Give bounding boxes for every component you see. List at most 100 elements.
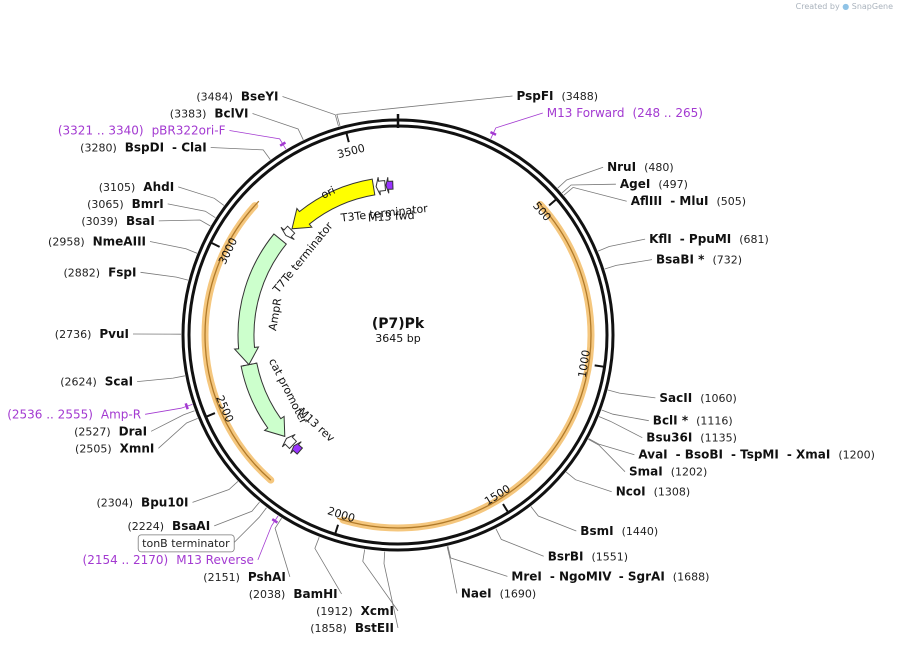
enzyme-label[interactable]: (2527)DraI <box>74 424 147 438</box>
label-part: BstEII <box>355 621 394 635</box>
enzyme-label[interactable]: (2151)PshAI <box>203 570 286 584</box>
label-leader-line <box>145 404 193 415</box>
label-part: (248 .. 265) <box>633 106 703 120</box>
label-part: (2304) <box>96 496 133 509</box>
enzyme-label[interactable]: KflI- PpuMI(681) <box>649 232 769 246</box>
enzyme-layer: (3484)BseYI PspFI(3488) (3383)BclVI (3280) B… <box>7 89 875 635</box>
label-part: (2882) <box>64 266 101 279</box>
tick-mark <box>211 241 221 248</box>
label-part: (1308) <box>654 486 691 499</box>
tonb-terminator-box <box>137 534 235 553</box>
enzyme-label[interactable]: (3484)BseYI <box>196 90 278 104</box>
label-leader-line <box>167 203 216 219</box>
highlight-arrow <box>337 517 344 521</box>
label-part: SmaI <box>629 465 663 479</box>
enzyme-label[interactable]: (2624)ScaI <box>60 375 133 389</box>
label-part: (480) <box>644 161 674 174</box>
enzyme-label[interactable]: AflIII- MluI(505) <box>631 194 746 208</box>
enzyme-label[interactable]: Bsu36I(1135) <box>646 431 737 445</box>
label-leader-line <box>137 375 185 382</box>
feature-boundary <box>240 362 257 367</box>
label-leader-line <box>557 166 604 189</box>
label-part: BspDI <box>125 141 164 155</box>
enzyme-label[interactable]: (1912) XcmI <box>316 604 394 618</box>
label-part: (1060) <box>700 392 737 405</box>
enzyme-label[interactable]: BsmI(1440) <box>580 524 658 538</box>
label-part: (3383) <box>170 108 207 121</box>
label-part: (2536 .. 2555) <box>7 407 93 421</box>
label-part: (2505) <box>75 442 112 455</box>
enzyme-label[interactable]: (3280) BspDI - ClaI <box>80 141 207 155</box>
enzyme-label[interactable]: (3383)BclVI <box>170 107 249 121</box>
label-part: SacII <box>659 391 692 405</box>
primer-label: M13 Forward (248 .. 265) <box>547 106 703 120</box>
enzyme-label[interactable]: (2882) FspI <box>64 265 137 279</box>
label-part: XcmI <box>361 604 394 618</box>
snapgene-credit: Created by ● SnapGene <box>796 2 893 11</box>
label-part: MreI <box>511 569 541 583</box>
label-part: AgeI <box>620 177 650 191</box>
label-part: - ClaI <box>172 141 207 155</box>
enzyme-label[interactable]: BsrBI(1551) <box>548 549 628 563</box>
enzyme-label[interactable]: AgeI (497) <box>620 177 688 191</box>
enzyme-label[interactable]: SacII (1060) <box>659 391 736 405</box>
label-part: Amp-R <box>101 407 141 421</box>
label-leader-line <box>210 147 271 160</box>
plasmid-size: 3645 bp <box>375 332 420 345</box>
feature-t7te-terminator <box>280 225 296 240</box>
enzyme-label[interactable]: PspFI(3488) <box>517 89 599 103</box>
enzyme-label[interactable]: (3105)AhdI <box>99 180 174 194</box>
feature-label-m13-rev: M13 rev <box>295 405 337 445</box>
enzyme-label[interactable]: AvaI- BsoBI- TspMI- XmaI(1200) <box>638 448 875 462</box>
enzyme-label[interactable]: MreI- NgoMIV- SgrAI(1688) <box>511 569 709 583</box>
label-part: (2224) <box>127 520 164 533</box>
highlight-layer <box>201 200 595 532</box>
label-part: (505) <box>717 195 747 208</box>
label-part: PshAI <box>248 570 286 584</box>
label-leader-line <box>530 506 577 532</box>
enzyme-label[interactable]: (2224) BsaAI <box>127 519 210 533</box>
tick-mark <box>548 198 557 207</box>
enzyme-label[interactable]: BsaBI *(732) <box>656 253 742 267</box>
label-part: BsmI <box>580 524 613 538</box>
label-part: DraI <box>119 424 147 438</box>
label-leader-line <box>158 418 198 449</box>
enzyme-label[interactable]: (2736)PvuI <box>55 327 129 341</box>
enzyme-label[interactable]: (1858)BstEII <box>310 621 394 635</box>
label-part: (3065) <box>87 198 124 211</box>
enzyme-label[interactable]: SmaI(1202) <box>629 465 707 479</box>
label-part: BclI * <box>653 414 689 428</box>
label-leader-line <box>150 410 195 432</box>
label-part: BsaAI <box>172 519 210 533</box>
label-part: (1690) <box>500 587 537 600</box>
label-part: PspFI <box>517 89 554 103</box>
label-part: (3039) <box>81 215 118 228</box>
label-part: M13 Forward <box>547 106 625 120</box>
label-leader-line <box>447 546 508 577</box>
label-part: (3280) <box>80 142 117 155</box>
label-part: - NgoMIV <box>550 569 612 583</box>
label-leader-line <box>565 471 612 493</box>
enzyme-label[interactable]: NaeI(1690) <box>461 586 536 600</box>
enzyme-label[interactable]: (3065)BmrI <box>87 197 164 211</box>
enzyme-label[interactable]: (2505)XmnI <box>75 441 154 455</box>
tick-label: 3500 <box>336 142 366 162</box>
enzyme-label[interactable]: (3039)BsaI <box>81 214 154 228</box>
label-part: PvuI <box>99 327 129 341</box>
enzyme-label[interactable]: (2038)BamHI <box>249 587 338 601</box>
label-part: BsaBI * <box>656 253 705 267</box>
enzyme-label[interactable]: (2304)Bpu10I <box>96 495 188 509</box>
enzyme-label[interactable]: NruI(480) <box>607 160 674 174</box>
enzyme-label[interactable]: NcoI(1308) <box>616 485 690 499</box>
feature-t3te-terminator <box>375 177 387 196</box>
label-leader-line <box>336 95 513 127</box>
label-part: (1912) <box>316 605 353 618</box>
label-leader-line <box>495 528 544 557</box>
label-part: FspI <box>108 265 136 279</box>
enzyme-label[interactable]: BclI * (1116) <box>653 414 733 428</box>
enzyme-label[interactable]: (2958)NmeAIII <box>48 235 146 249</box>
label-part: (1116) <box>696 415 733 428</box>
label-part: (497) <box>658 178 688 191</box>
